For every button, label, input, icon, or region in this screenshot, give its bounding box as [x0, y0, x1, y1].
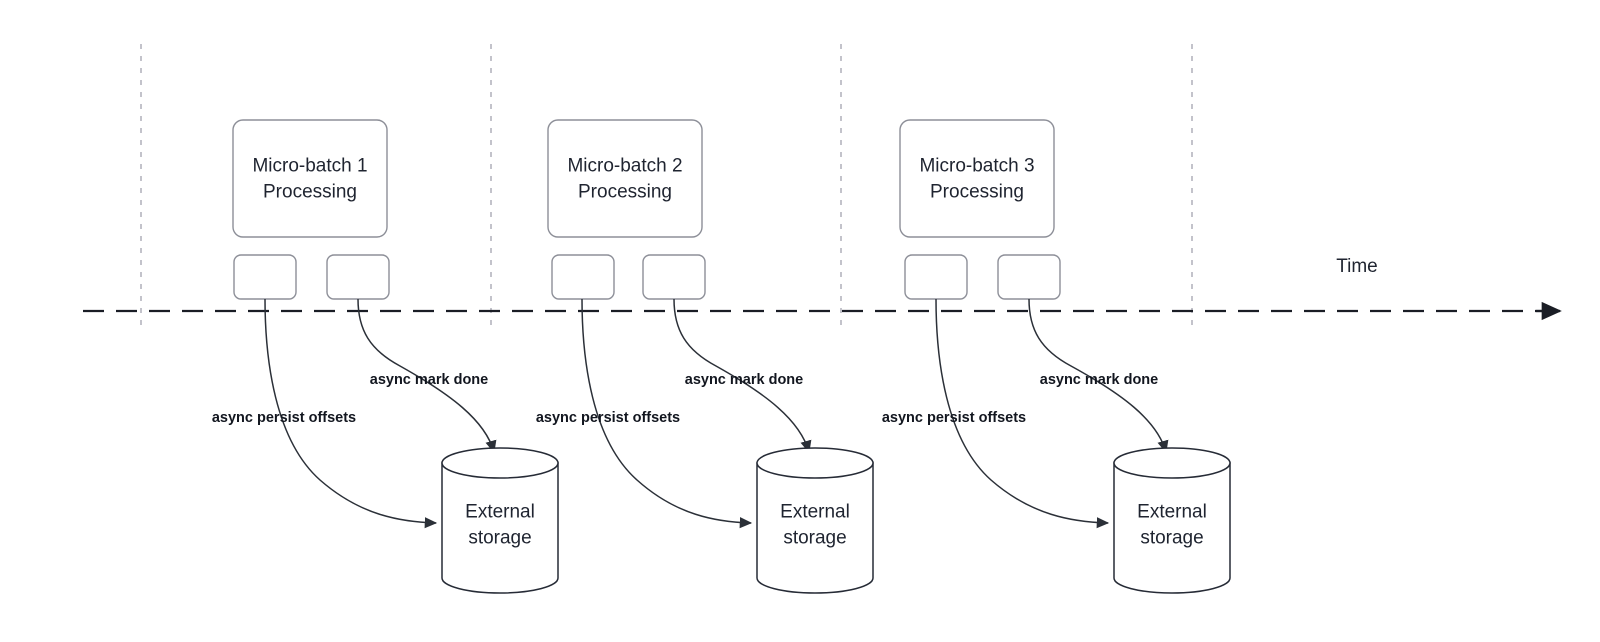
external-storage-label-line2: storage [468, 528, 531, 549]
async-mark-done-label: async mark done [370, 372, 488, 388]
mark-done-task-box[interactable] [642, 254, 706, 300]
async-persist-offsets-label: async persist offsets [536, 410, 680, 426]
external-storage-label-line2: storage [783, 528, 846, 549]
async-persist-offsets-arrow [264, 298, 438, 529]
edge-label-group: async persist offsets async mark done asyn… [212, 372, 1158, 426]
async-mark-done-arrow [1028, 298, 1169, 454]
external-storage-label-line1: External [780, 502, 850, 523]
external-storage-label-line2: storage [1140, 528, 1203, 549]
external-storage-cylinder[interactable] [441, 462, 559, 594]
async-persist-offsets-label: async persist offsets [212, 410, 356, 426]
micro-batch-label-line2: Processing [930, 182, 1024, 203]
persist-offsets-task-box[interactable] [904, 254, 968, 300]
async-mark-done-label: async mark done [1040, 372, 1158, 388]
micro-batch-label-line2: Processing [263, 182, 357, 203]
external-storage-cylinder[interactable] [756, 462, 874, 594]
external-storage-cylinder-top [756, 447, 874, 479]
external-storage-cylinder-top [441, 447, 559, 479]
external-storage-label-line1: External [1137, 502, 1207, 523]
mark-done-task-box[interactable] [997, 254, 1061, 300]
micro-batch-box[interactable] [899, 119, 1055, 238]
external-storage-cylinder-top [1113, 447, 1231, 479]
async-persist-offsets-label: async persist offsets [882, 410, 1026, 426]
async-mark-done-arrow [357, 298, 497, 454]
persist-offsets-task-box[interactable] [233, 254, 297, 300]
micro-batch-label-line2: Processing [578, 182, 672, 203]
async-persist-offsets-arrow [581, 298, 753, 529]
micro-batch-label-line1: Micro-batch 1 [252, 156, 367, 177]
time-axis-label: Time [1336, 256, 1378, 277]
async-mark-done-label: async mark done [685, 372, 803, 388]
micro-batch-label-line1: Micro-batch 2 [567, 156, 682, 177]
async-mark-done-arrow [673, 298, 812, 454]
axis-label-group: Time [1336, 256, 1378, 277]
mark-done-task-box[interactable] [326, 254, 390, 300]
micro-batch-box[interactable] [232, 119, 388, 238]
persist-offsets-task-box[interactable] [551, 254, 615, 300]
micro-batch-label-line1: Micro-batch 3 [919, 156, 1034, 177]
micro-batch-box[interactable] [547, 119, 703, 238]
micro-batch-groups: Micro-batch 1ProcessingExternalstorageMi… [232, 119, 1231, 594]
external-storage-label-line1: External [465, 502, 535, 523]
external-storage-cylinder[interactable] [1113, 462, 1231, 594]
async-persist-offsets-arrow [935, 298, 1110, 529]
